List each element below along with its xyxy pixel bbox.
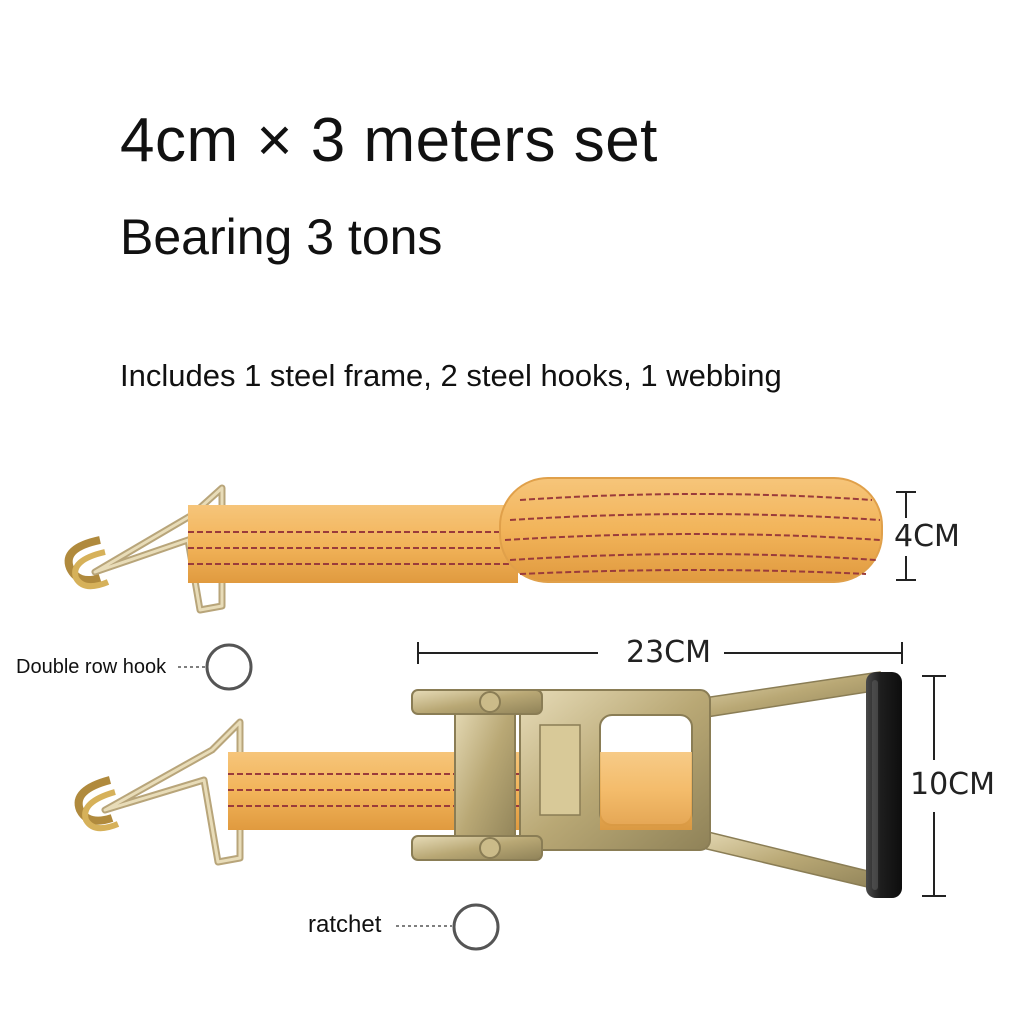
height-dimension-marker [922,675,946,897]
width-dimension-label: 4CM [894,519,960,554]
length-dimension-marker [417,642,903,664]
product-title: 4cm × 3 meters set [120,106,658,175]
ratchet-body [411,671,881,891]
top-hook [64,484,226,614]
includes-text: Includes 1 steel frame, 2 steel hooks, 1… [120,358,782,393]
bottom-hook [74,718,244,866]
ratchet-callout-leader [396,903,500,951]
webbing-roll [188,477,883,583]
length-dimension-label: 23CM [620,638,718,668]
hook-callout-label: Double row hook [16,656,167,678]
ratchet-callout-label: ratchet [308,911,382,938]
product-subtitle: Bearing 3 tons [120,209,443,265]
ratchet-handle [866,672,902,898]
hook-callout-leader [178,643,253,691]
height-dimension-label: 10CM [910,767,996,802]
width-dimension-marker [896,491,916,581]
